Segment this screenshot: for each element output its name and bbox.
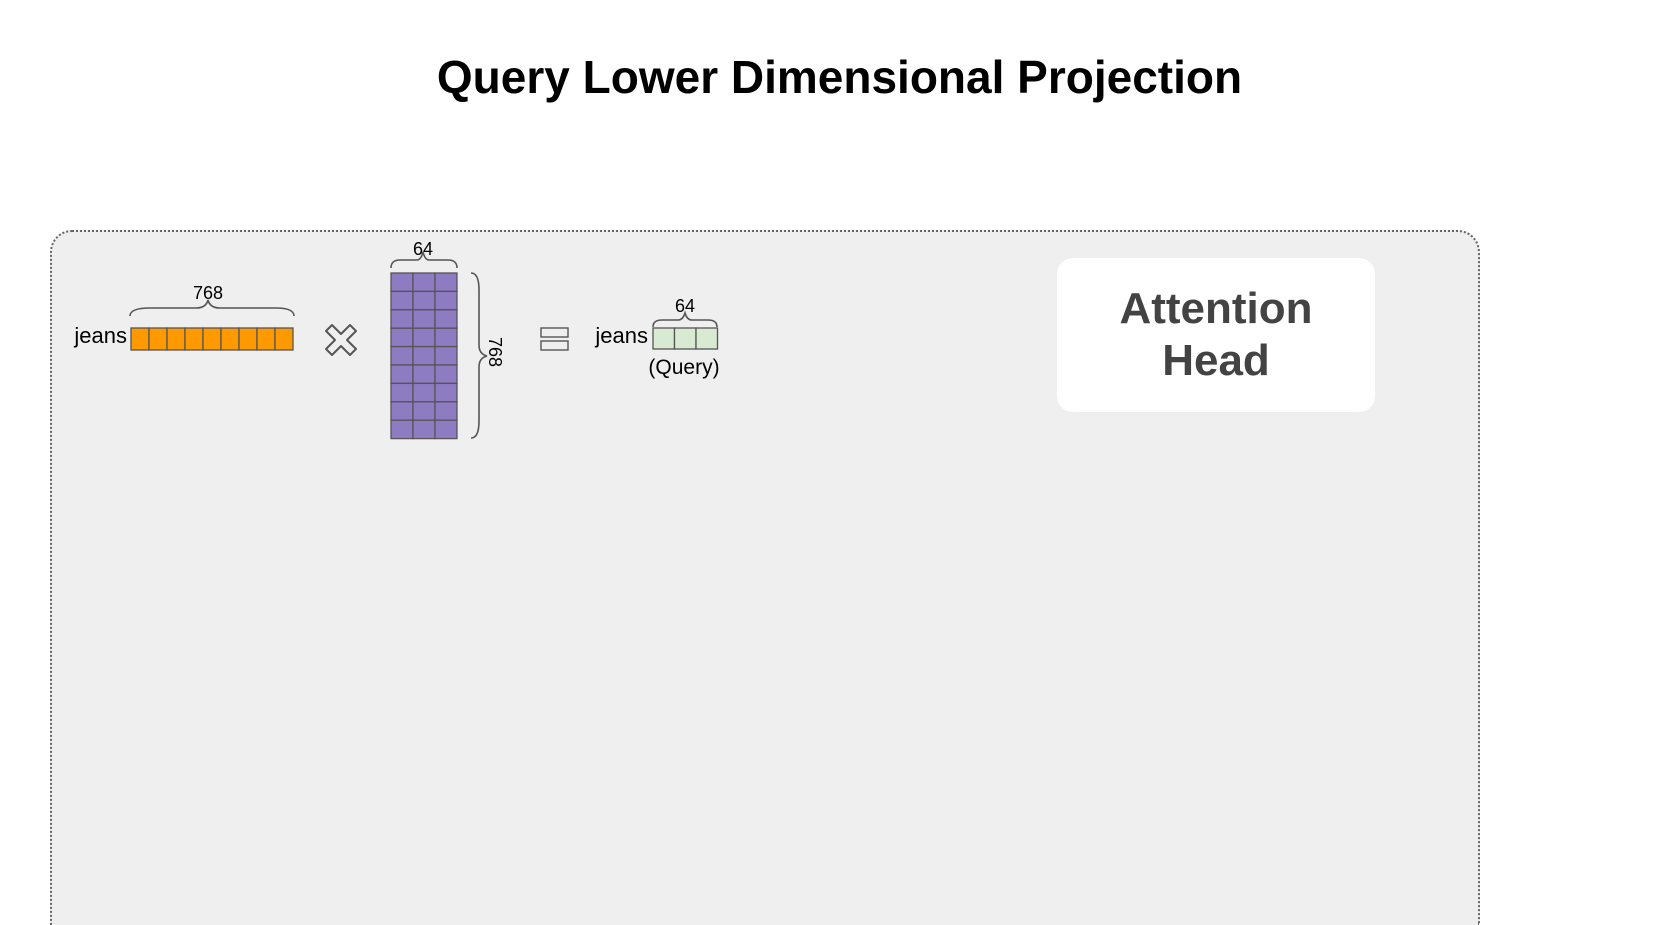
weight-matrix-cell bbox=[434, 401, 458, 421]
output-vector-cell bbox=[652, 327, 676, 350]
weight-matrix-cell bbox=[412, 345, 436, 366]
weight-matrix-cell bbox=[390, 272, 414, 293]
output-dim-label: 64 bbox=[675, 296, 695, 316]
weight-matrix-cell bbox=[412, 382, 436, 403]
weight-matrix-cell bbox=[390, 327, 414, 348]
weight-matrix-cell bbox=[434, 382, 458, 403]
weight-matrix-cell bbox=[412, 419, 436, 440]
equals-icon-top bbox=[540, 327, 569, 338]
weight-matrix-cell bbox=[434, 327, 458, 348]
input-vector-cell bbox=[148, 327, 168, 351]
input-dim-label: 768 bbox=[193, 283, 223, 303]
weight-matrix-cell bbox=[390, 309, 414, 329]
input-vector-cell bbox=[256, 327, 276, 351]
weight-matrix-cell bbox=[390, 364, 414, 385]
multiply-icon bbox=[325, 324, 357, 356]
weight-matrix-cell bbox=[390, 419, 414, 440]
output-vector-cell bbox=[695, 327, 719, 350]
input-vector-cell bbox=[220, 327, 240, 351]
input-dim-brace bbox=[129, 299, 295, 317]
output-vector bbox=[652, 327, 719, 350]
weight-matrix-cell bbox=[412, 272, 436, 293]
input-vector-cell bbox=[184, 327, 204, 351]
weight-matrix-cell bbox=[390, 401, 414, 421]
weight-cols-label: 64 bbox=[413, 239, 433, 259]
weight-matrix-cell bbox=[434, 345, 458, 366]
weight-matrix-cell bbox=[434, 364, 458, 385]
input-vector-cell bbox=[202, 327, 222, 351]
input-vector-cell bbox=[130, 327, 150, 351]
weight-matrix-cell bbox=[434, 272, 458, 293]
output-token-label: jeans bbox=[594, 323, 648, 348]
weight-matrix-cell bbox=[390, 290, 414, 311]
weight-matrix-cell bbox=[434, 419, 458, 440]
weight-rows-label: 768 bbox=[485, 337, 505, 367]
output-sub-label: (Query) bbox=[648, 356, 719, 379]
input-vector-cell bbox=[238, 327, 258, 351]
equals-icon-bottom bbox=[540, 340, 569, 351]
input-vector bbox=[130, 327, 294, 351]
output-dim-brace bbox=[652, 310, 718, 328]
weight-matrix-cell bbox=[412, 309, 436, 329]
weight-cols-brace bbox=[390, 251, 458, 269]
weight-matrix-cell bbox=[434, 309, 458, 329]
weight-matrix-cell bbox=[434, 290, 458, 311]
attention-head-card: Attention Head bbox=[1057, 258, 1375, 412]
weight-matrix-cell bbox=[412, 364, 436, 385]
weight-matrix-cell bbox=[412, 401, 436, 421]
input-vector-cell bbox=[274, 327, 294, 351]
weight-matrix-cell bbox=[412, 327, 436, 348]
input-vector-cell bbox=[166, 327, 186, 351]
weight-matrix bbox=[390, 272, 458, 440]
weight-rows-brace bbox=[470, 272, 488, 439]
output-vector-cell bbox=[673, 327, 697, 350]
weight-matrix-cell bbox=[390, 382, 414, 403]
attention-head-label: Attention Head bbox=[1119, 284, 1313, 385]
page-title: Query Lower Dimensional Projection bbox=[436, 51, 1243, 103]
input-token-label: jeans bbox=[73, 323, 127, 348]
weight-matrix-cell bbox=[412, 290, 436, 311]
weight-matrix-cell bbox=[390, 345, 414, 366]
